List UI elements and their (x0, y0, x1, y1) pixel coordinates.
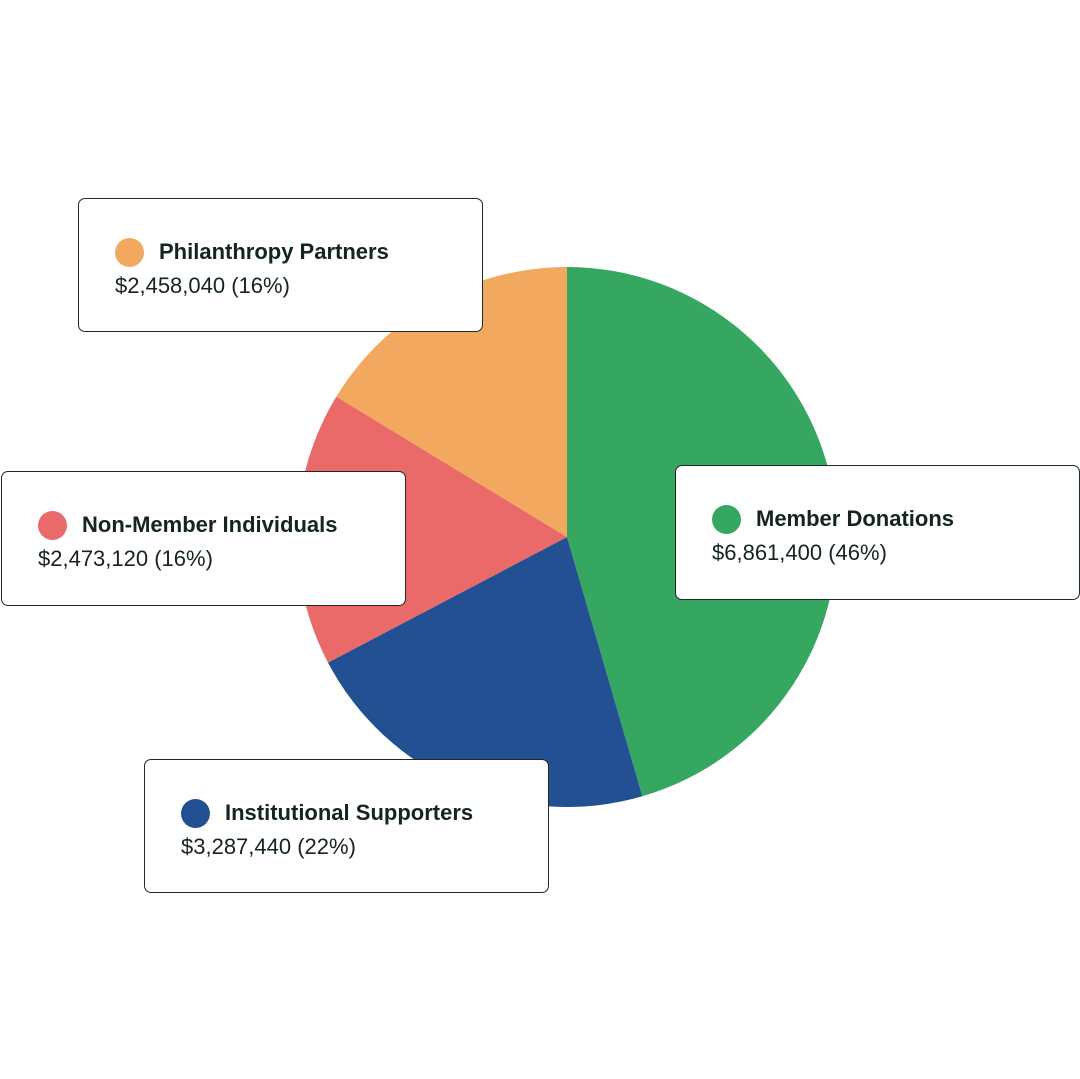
legend-label: Non-Member Individuals (82, 512, 338, 537)
legend-label: Institutional Supporters (225, 800, 474, 825)
legend-dot-icon (712, 504, 741, 534)
legend-card-institutional-supporters: Institutional Supporters $3,287,440 (22%… (144, 759, 549, 893)
legend-value: $2,458,040 (16%) (115, 273, 290, 298)
legend-card-member-donations: Member Donations $6,861,400 (46%) (675, 465, 1080, 600)
legend-dot-icon (181, 798, 210, 828)
legend-value: $6,861,400 (46%) (712, 540, 887, 565)
legend-label: Philanthropy Partners (159, 239, 389, 264)
legend-dot-icon (115, 237, 144, 267)
legend-value: $2,473,120 (16%) (38, 546, 213, 571)
pie-slice-institutional-supporters (327, 537, 643, 808)
legend-label: Member Donations (756, 506, 955, 531)
legend-value: $3,287,440 (22%) (181, 834, 356, 859)
pie-slice-philanthropy-partners (336, 267, 567, 537)
legend-dot-icon (38, 510, 67, 540)
legend-card-philanthropy-partners: Philanthropy Partners $2,458,040 (16%) (78, 198, 483, 332)
legend-card-non-member-individuals: Non-Member Individuals $2,473,120 (16%) (1, 471, 406, 606)
